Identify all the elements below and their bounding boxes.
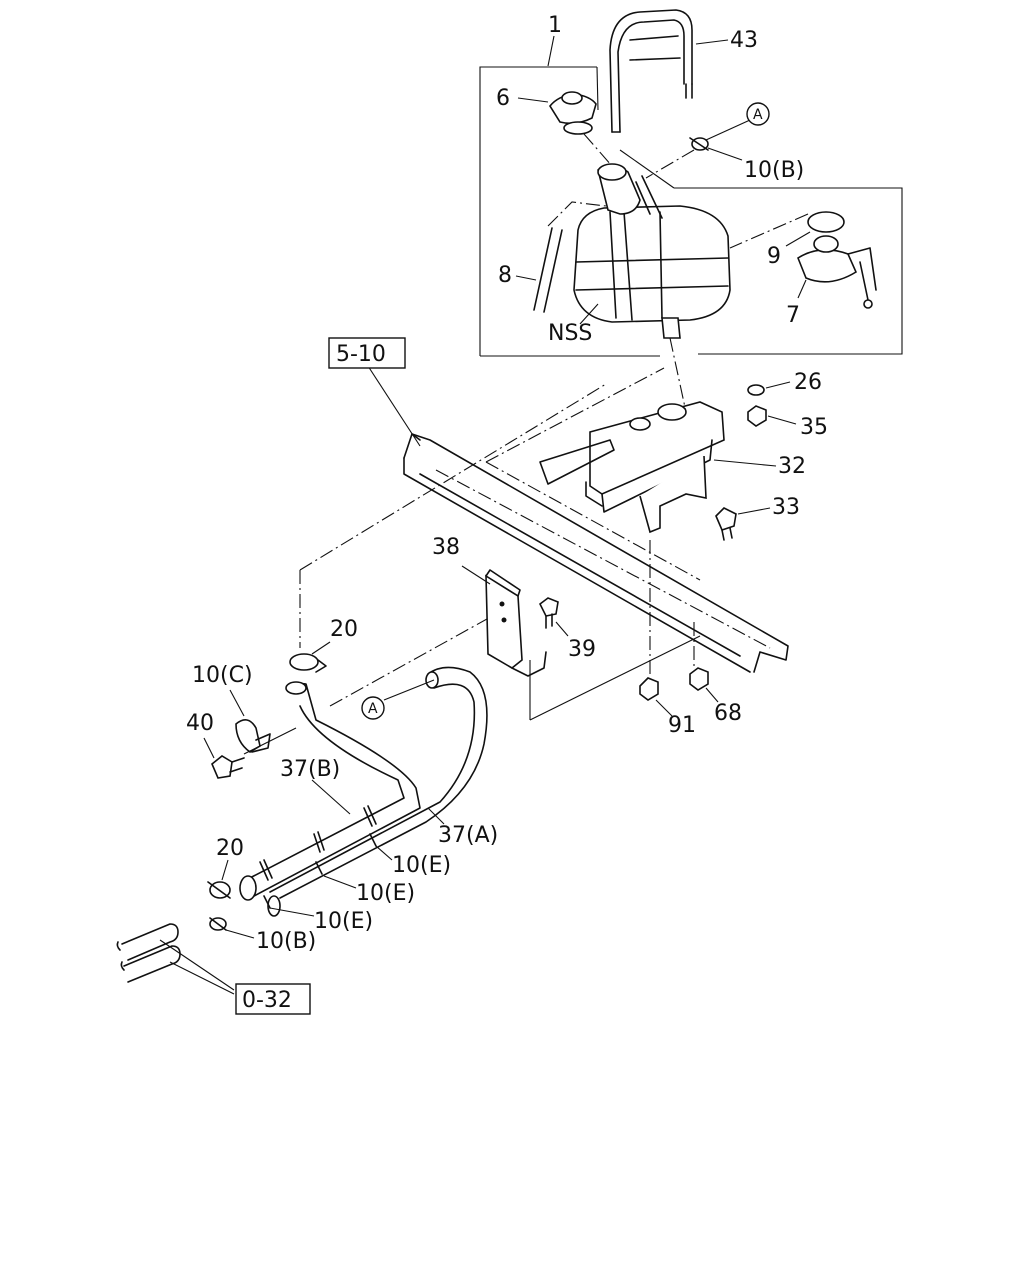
construction-lines xyxy=(299,367,701,721)
hose-clip-part xyxy=(229,689,271,753)
nut-part-35 xyxy=(747,405,797,427)
reserve-tank-part xyxy=(573,163,731,339)
frame-rail xyxy=(367,365,789,673)
hose-37b-part xyxy=(239,681,421,901)
label-33: 33 xyxy=(772,495,800,520)
label-32: 32 xyxy=(778,454,806,479)
label-a-mid: A xyxy=(368,701,378,717)
label-10b-bottom: 10(B) xyxy=(256,929,316,954)
label-9: 9 xyxy=(767,244,781,269)
level-rod-part xyxy=(515,201,607,313)
nut-part-68 xyxy=(689,667,719,703)
hose-clamp-top-part xyxy=(645,119,751,179)
label-37b: 37(B) xyxy=(280,757,340,782)
label-38: 38 xyxy=(432,535,460,560)
label-37a: 37(A) xyxy=(438,823,498,848)
hose-clamp-upper-part xyxy=(289,641,331,673)
label-5-10: 5-10 xyxy=(336,342,386,367)
label-8: 8 xyxy=(498,263,512,288)
hose-bracket-part xyxy=(461,565,547,677)
label-0-32: 0-32 xyxy=(242,988,292,1013)
label-91: 91 xyxy=(668,713,696,738)
label-35: 35 xyxy=(800,415,828,440)
label-10c: 10(C) xyxy=(192,663,253,688)
label-40: 40 xyxy=(186,711,214,736)
label-10e-3: 10(E) xyxy=(314,909,373,934)
ref-circle-a-top xyxy=(746,102,770,126)
label-68: 68 xyxy=(714,701,742,726)
level-switch-part xyxy=(797,235,877,309)
label-nss: NSS xyxy=(548,321,592,346)
bolt-part-33 xyxy=(715,507,771,541)
oring-part xyxy=(729,211,845,249)
washer-part xyxy=(747,381,791,396)
label-1: 1 xyxy=(548,13,562,38)
tank-bracket-part xyxy=(539,337,777,534)
bolt-part-40 xyxy=(203,727,297,779)
hose-clamps-10e xyxy=(259,805,393,917)
filler-cap-part xyxy=(517,91,597,135)
label-10b-top: 10(B) xyxy=(744,158,804,183)
label-a-top: A xyxy=(753,107,763,123)
label-10e-1: 10(E) xyxy=(392,853,451,878)
pipe-stubs xyxy=(116,923,235,995)
label-6: 6 xyxy=(496,86,510,111)
nut-part-91 xyxy=(639,677,673,717)
ref-box-0-32 xyxy=(235,983,311,1015)
label-7: 7 xyxy=(786,303,800,328)
label-39: 39 xyxy=(568,637,596,662)
label-26: 26 xyxy=(794,370,822,395)
ref-circle-a-mid xyxy=(361,696,385,720)
bolt-part-39 xyxy=(538,597,569,637)
label-10e-2: 10(E) xyxy=(356,881,415,906)
hose-clamp-lower-part xyxy=(207,859,231,899)
tank-strap-part xyxy=(609,9,729,133)
hose-37a-part xyxy=(267,666,488,917)
ref-box-5-10 xyxy=(328,337,406,369)
label-43: 43 xyxy=(730,28,758,53)
assembly-box xyxy=(479,66,903,357)
hose-clamp-bottom-part xyxy=(209,917,255,939)
callout-labels: 1 43 6 A 10(B) 9 8 7 NSS 5-10 26 35 32 3… xyxy=(186,13,828,1015)
label-20-bottom: 20 xyxy=(216,836,244,861)
label-20-top: 20 xyxy=(330,617,358,642)
